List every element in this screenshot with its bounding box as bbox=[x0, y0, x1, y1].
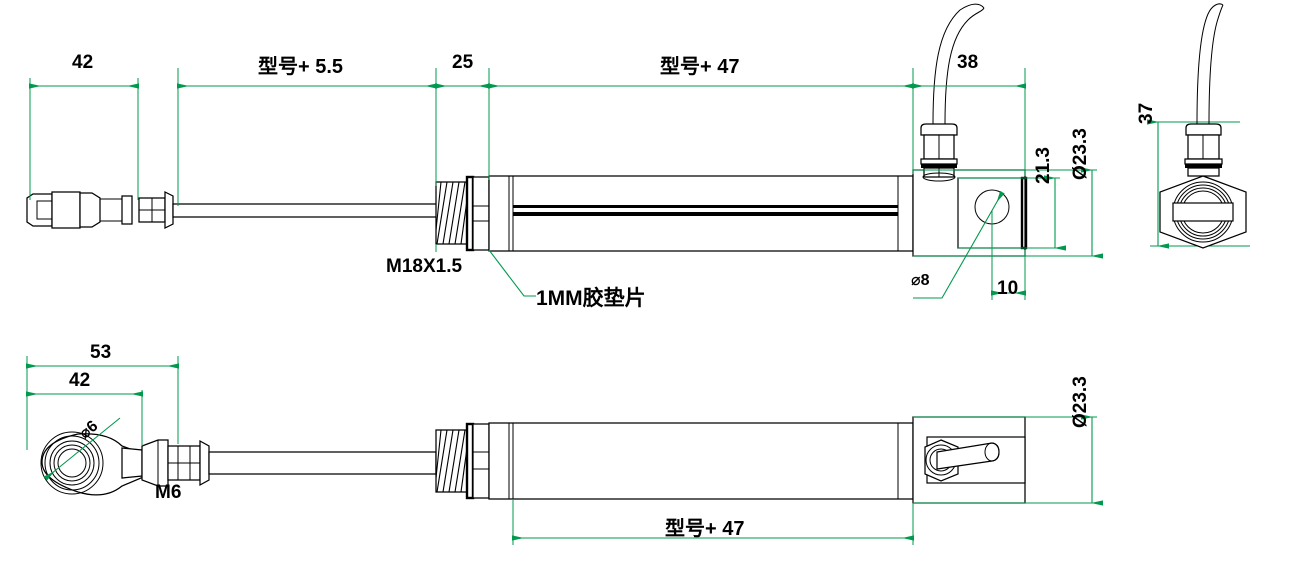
dim-end-37: 37 bbox=[1136, 102, 1157, 124]
top-view-sensor-body bbox=[488, 175, 914, 252]
dim-top-stroke-plus-47: 型号+ 47 bbox=[660, 56, 740, 78]
end-view-geometry bbox=[1159, 3, 1247, 249]
bottom-view-m18-thread bbox=[435, 422, 490, 500]
dim-top-stroke-plus-5p5: 型号+ 5.5 bbox=[258, 56, 344, 78]
bottom-view-rod-eye bbox=[40, 431, 210, 496]
bottom-view-geometry bbox=[40, 416, 1026, 504]
top-view-cable-gland bbox=[920, 123, 958, 182]
dim-bottom-dia-23p3: Ø23.3 bbox=[1070, 376, 1091, 428]
bottom-view-mounting-block bbox=[912, 416, 1026, 504]
top-view-geometry bbox=[26, 3, 1028, 257]
dim-top-42: 42 bbox=[72, 52, 94, 73]
dim-top-10: 10 bbox=[997, 278, 1019, 299]
dim-top-21p3: 21.3 bbox=[1033, 147, 1054, 184]
bottom-view-dimension-lines bbox=[26, 356, 1103, 545]
label-thread-m18x1p5: M18X1.5 bbox=[386, 256, 463, 277]
dim-bottom-stroke-plus-47: 型号+ 47 bbox=[665, 518, 745, 540]
label-bore-dia-6: ⌀6 bbox=[76, 417, 102, 443]
label-thread-m6: M6 bbox=[155, 482, 182, 503]
top-view-m18-thread bbox=[435, 175, 490, 252]
label-gasket-1mm: 1MM胶垫片 bbox=[536, 287, 646, 310]
dim-bottom-53: 53 bbox=[90, 342, 112, 363]
label-hole-dia-8: ⌀8 bbox=[911, 272, 930, 289]
dim-top-38: 38 bbox=[957, 52, 979, 73]
dim-top-dia-23p3: Ø23.3 bbox=[1070, 128, 1091, 180]
dim-bottom-42: 42 bbox=[69, 370, 91, 391]
dim-top-25: 25 bbox=[452, 52, 474, 73]
top-view-rod-tip bbox=[26, 190, 174, 230]
top-view-dimension-lines bbox=[29, 68, 1250, 300]
